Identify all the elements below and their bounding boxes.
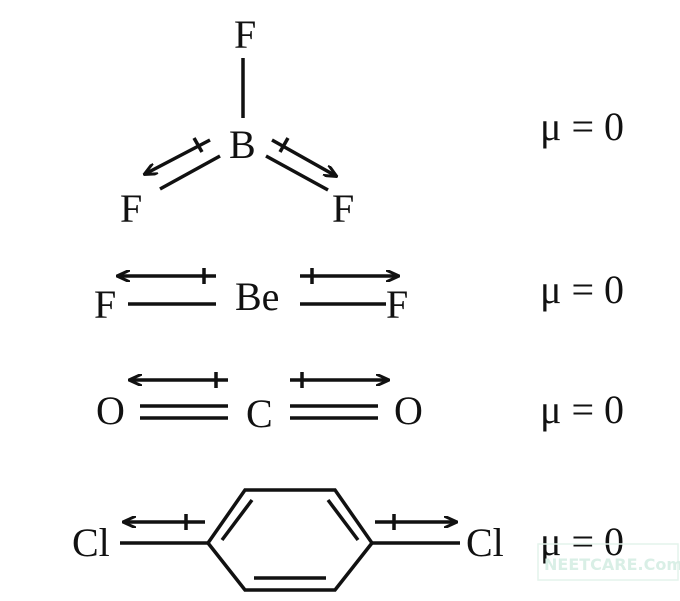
- atom-c: C: [246, 391, 273, 436]
- dipole-value: μ = 0: [540, 519, 624, 564]
- dipole-value: μ = 0: [540, 104, 624, 149]
- atom-f-left: F: [120, 186, 142, 231]
- atom-f-left: F: [94, 282, 116, 327]
- atom-b: B: [229, 122, 256, 167]
- atom-cl-left: Cl: [72, 520, 110, 565]
- atom-f-right: F: [386, 282, 408, 327]
- dipole-arrow-tick: [278, 137, 290, 153]
- ring-double-bond: [326, 498, 360, 542]
- atom-f-right: F: [332, 186, 354, 231]
- dipole-value: μ = 0: [540, 267, 624, 312]
- atom-o-right: O: [394, 388, 423, 433]
- dichlorobenzene-molecule: Cl Cl μ = 0: [72, 488, 624, 592]
- bond-b-f-right: [265, 154, 329, 192]
- dipole-arrow-left: [145, 138, 211, 174]
- atom-f-top: F: [234, 12, 256, 57]
- bf3-molecule: F B F F μ = 0: [120, 12, 624, 231]
- dipole-arrow-tick: [192, 137, 204, 153]
- dipole-value: μ = 0: [540, 387, 624, 432]
- dipole-arrow-right: [271, 138, 336, 176]
- atom-cl-right: Cl: [466, 520, 504, 565]
- watermark: NEETCARE.Com: [544, 555, 680, 574]
- ring-double-bond: [220, 498, 254, 542]
- watermark-frame: [537, 543, 679, 581]
- benzene-ring: [205, 488, 375, 592]
- bef2-molecule: F Be F μ = 0: [94, 267, 624, 327]
- atom-be: Be: [235, 274, 279, 319]
- atom-o-left: O: [96, 388, 125, 433]
- bond-b-f-left: [159, 154, 221, 191]
- co2-molecule: O C O μ = 0: [96, 372, 624, 436]
